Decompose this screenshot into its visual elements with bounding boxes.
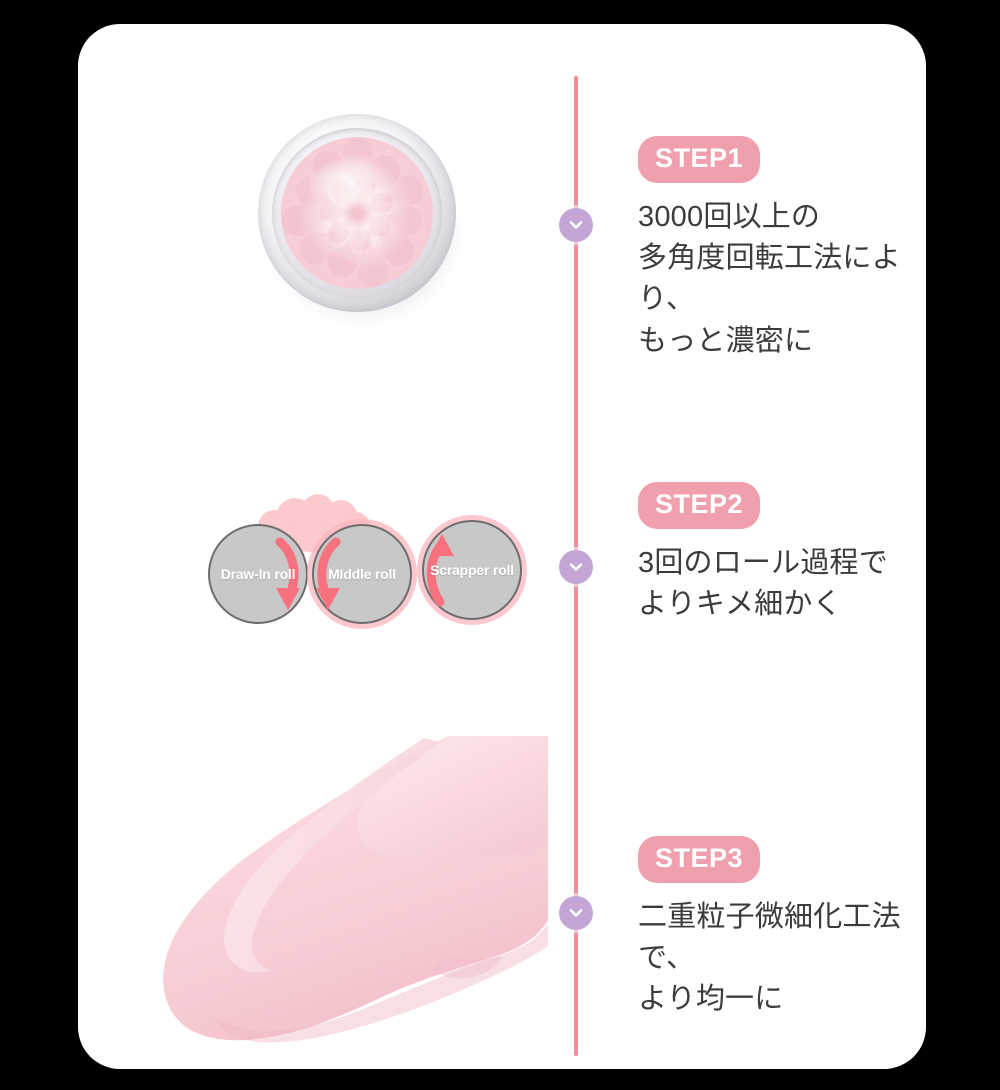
step-3-block: STEP3 二重粒子微細化工法で、 より均一に bbox=[638, 836, 926, 1021]
roll-label: Draw-In roll bbox=[220, 566, 296, 582]
jar-cream-swirl bbox=[281, 137, 433, 289]
jar-gloss-highlight bbox=[311, 159, 397, 211]
roll-label: Scrapper roll bbox=[430, 562, 514, 578]
swatch-crest-highlight bbox=[224, 738, 440, 973]
cream-jar-image bbox=[256, 112, 460, 316]
step-2-badge: STEP2 bbox=[638, 482, 761, 529]
step-2-text: 3回のロール過程で よりキメ細かく bbox=[638, 547, 888, 621]
roll-draw-in: Draw-In roll bbox=[208, 524, 308, 624]
cream-swatch-shape bbox=[163, 736, 549, 1043]
swatch-bottom-shade bbox=[214, 924, 548, 1043]
timeline-marker-step1 bbox=[559, 208, 593, 242]
step-1-text: 3000回以上の 多角度回転工法により、 もっと濃密に bbox=[638, 201, 901, 357]
chevron-down-icon bbox=[569, 563, 583, 571]
timeline-marker-step2 bbox=[559, 550, 593, 584]
chevron-down-icon bbox=[569, 221, 583, 229]
step-3-text: 二重粒子微細化工法で、 より均一に bbox=[638, 901, 901, 1016]
roll-scrapper: Scrapper roll bbox=[422, 520, 522, 620]
swatch-ripple bbox=[434, 956, 502, 979]
roll-label: MIddle roll bbox=[328, 566, 396, 582]
step-1-badge: STEP1 bbox=[638, 136, 761, 183]
step-3-badge: STEP3 bbox=[638, 836, 761, 883]
steps-card: Draw-In roll MIddle roll Scrapper roll bbox=[78, 24, 926, 1069]
swatch-upper-fold bbox=[356, 736, 548, 864]
three-roll-mill-diagram: Draw-In roll MIddle roll Scrapper roll bbox=[200, 492, 550, 632]
timeline-marker-step3 bbox=[559, 896, 593, 930]
roll-middle: MIddle roll bbox=[312, 524, 412, 624]
cream-swatch-image bbox=[118, 724, 558, 1054]
step-1-block: STEP1 3000回以上の 多角度回転工法により、 もっと濃密に bbox=[638, 136, 926, 362]
chevron-down-icon bbox=[569, 909, 583, 917]
step-2-block: STEP2 3回のロール過程で よりキメ細かく bbox=[638, 482, 888, 625]
